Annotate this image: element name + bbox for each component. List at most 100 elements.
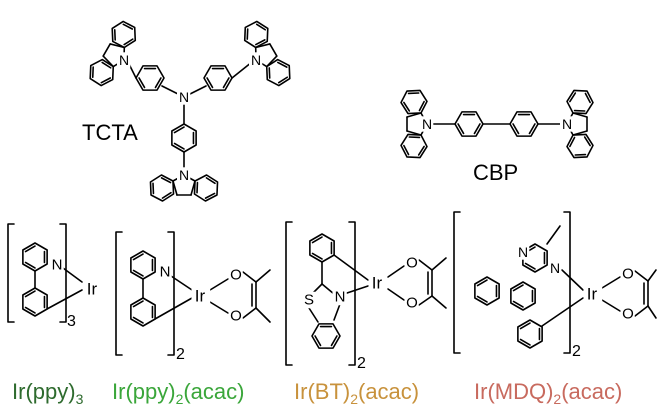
atom-label-background (191, 286, 211, 306)
atom-label-background (301, 291, 316, 309)
carbazole-bond (269, 43, 278, 57)
ir-o-bond (209, 301, 229, 314)
double-bond (154, 77, 162, 89)
ir-n-bond (346, 285, 369, 294)
atom-label-background (332, 288, 347, 306)
bond-lines (7, 20, 657, 366)
bracket-left (453, 211, 461, 354)
caption-text-acac: (acac) (358, 379, 420, 404)
double-bond (206, 77, 214, 89)
double-bond (24, 290, 36, 298)
atom-label-background (560, 116, 574, 132)
double-bond (122, 23, 134, 30)
acac-oxygen: O (230, 308, 242, 325)
caption-subscript: 2 (350, 391, 358, 407)
mdq-nitrogen: N (518, 244, 528, 260)
carbazole-benzo-ring (193, 174, 219, 202)
tcta-phenylene-bottom (171, 123, 197, 153)
acac-oxygen: O (622, 306, 634, 323)
carbazole-benzo-ring (566, 133, 594, 159)
double-bond (160, 177, 172, 184)
mdq-central-ring (510, 281, 536, 311)
bracket-right (167, 231, 175, 356)
acac-methyl (647, 269, 657, 282)
double-bond (403, 144, 410, 156)
atom-label-background (620, 265, 635, 283)
atom-label-background (177, 167, 191, 183)
double-bond (311, 252, 323, 260)
double-bond (476, 295, 488, 303)
double-bond (524, 262, 536, 270)
double-bond (457, 123, 465, 135)
iridium-4: Ir (587, 285, 598, 304)
acac-oxygen: O (622, 266, 634, 283)
ir-o-bond (209, 278, 229, 291)
iridium-3: Ir (372, 274, 383, 293)
atom-label-background (516, 244, 530, 260)
double-bond (101, 61, 112, 69)
double-bond (314, 335, 322, 347)
atom-label-background (620, 305, 635, 323)
mdq-benzo-ring (474, 276, 500, 306)
carbazole-benzo-ring (243, 20, 269, 49)
double-bond (255, 39, 266, 46)
tcta-label: TCTA (82, 120, 138, 145)
caption-text-acac: (acac) (561, 379, 623, 404)
tcta-phenylene-right (203, 65, 233, 91)
bracket-count-4: 2 (572, 343, 581, 360)
bracket-left (7, 223, 15, 323)
mdq-lower-phenyl-ring (517, 319, 543, 349)
atom-label-background (157, 263, 172, 281)
double-bond (132, 253, 144, 261)
bt-sulfur: S (304, 292, 314, 309)
double-bond (204, 192, 216, 199)
atom-label-background (420, 116, 434, 132)
tcta-central-nitrogen: N (179, 89, 189, 105)
carbazole-nitrogen: N (562, 116, 572, 132)
double-bond (583, 136, 591, 147)
acac-methyl (431, 295, 447, 309)
caption-text: Ir(MDQ) (474, 379, 554, 404)
ir-c-bond (154, 297, 193, 320)
tcta-phenylene-left (135, 65, 165, 91)
carbazole-nitrogen: N (422, 116, 432, 132)
carbazole-benzo-ring (89, 58, 115, 87)
acac-bond (242, 271, 257, 283)
double-bond (512, 284, 524, 292)
caption-subscript: 2 (553, 391, 562, 407)
acac-bond (418, 259, 433, 271)
atom-label-background (177, 89, 191, 105)
caption-ir-ppy2-acac: Ir(ppy)2(acac) (112, 379, 245, 407)
ppy-pyridine-ring (130, 250, 156, 280)
iridium-1: Ir (87, 280, 98, 299)
carbazole-benzo-ring (400, 89, 428, 115)
double-bond (100, 77, 112, 84)
double-bond (311, 236, 323, 244)
double-bond (132, 269, 144, 277)
carbazole-nitrogen: N (119, 52, 129, 68)
double-bond (418, 100, 425, 112)
atom-label-background (83, 279, 103, 299)
tcta-bond (231, 61, 253, 79)
atom-label-background (249, 52, 263, 68)
ir-o-bond (601, 299, 621, 312)
acac-methyl (647, 305, 657, 319)
ppy-nitrogen: N (52, 257, 63, 274)
caption-text-acac: (acac) (183, 379, 245, 404)
ir-n-bond (561, 269, 584, 291)
atom-label-background (404, 254, 419, 272)
double-bond (330, 335, 338, 347)
double-bond (123, 38, 134, 46)
carbazole-bond (102, 43, 111, 57)
double-bond (24, 245, 36, 253)
iridium-2: Ir (195, 287, 206, 306)
acac-bond (634, 270, 649, 282)
caption-ir-ppy3: Ir(ppy)3 (12, 381, 83, 407)
caption-ir-mdq2-acac: Ir(MDQ)2(acac) (474, 379, 623, 407)
double-bond (222, 77, 230, 89)
atom-label-background (548, 260, 562, 276)
acac-bond (418, 295, 433, 306)
atom-label-background (49, 256, 64, 274)
